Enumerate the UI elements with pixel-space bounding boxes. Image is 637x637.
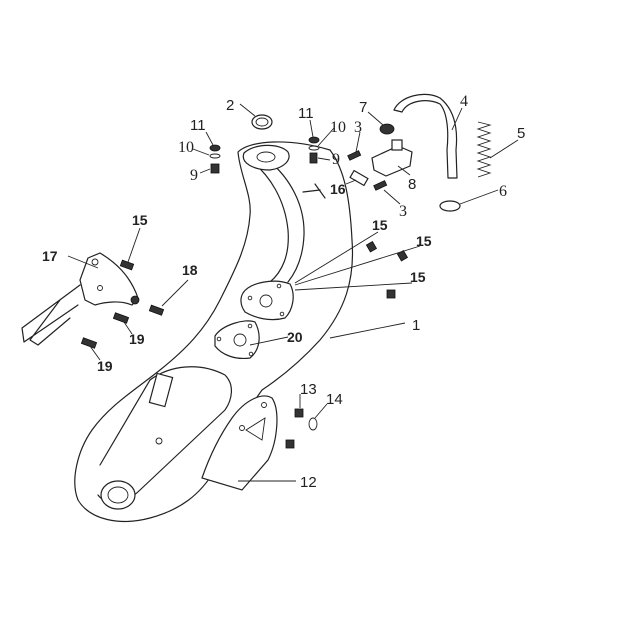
label-12: 12 <box>300 474 317 491</box>
label-19a: 19 <box>129 331 145 347</box>
label-3b: 3 <box>399 203 407 220</box>
gasket-2 <box>251 114 273 130</box>
label-10b: 10 <box>330 119 346 136</box>
label-15a: 15 <box>132 212 148 228</box>
label-18: 18 <box>182 262 198 278</box>
label-19b: 19 <box>97 358 113 374</box>
bracket-17 <box>79 252 139 306</box>
exhaust-pipe <box>249 159 305 283</box>
label-8: 8 <box>408 176 416 193</box>
label-1: 1 <box>412 317 420 334</box>
label-10a: 10 <box>178 139 194 156</box>
label-17: 17 <box>42 248 58 264</box>
label-20: 20 <box>287 329 303 345</box>
label-3a: 3 <box>354 119 362 136</box>
label-14: 14 <box>326 391 343 408</box>
label-11b: 11 <box>298 105 314 122</box>
label-4: 4 <box>460 93 468 110</box>
muffler-heat-shield <box>74 141 354 523</box>
muffler-tailpipe <box>100 480 136 510</box>
gasket-20 <box>214 320 260 360</box>
label-15b: 15 <box>372 217 388 233</box>
hose-4 <box>393 93 458 179</box>
label-7: 7 <box>359 99 367 116</box>
label-15c: 15 <box>416 233 432 249</box>
pipe-flange <box>242 144 290 171</box>
label-6: 6 <box>499 183 507 200</box>
pipe-mounting-plate <box>240 280 294 321</box>
label-9a: 9 <box>190 167 198 184</box>
label-9b: 9 <box>332 151 340 168</box>
label-11a: 11 <box>190 117 206 134</box>
label-5: 5 <box>517 125 525 142</box>
label-13: 13 <box>300 381 317 398</box>
heat-guard-12 <box>201 395 278 491</box>
label-16: 16 <box>330 181 346 197</box>
spring-5 <box>476 121 492 178</box>
label-15d: 15 <box>410 269 426 285</box>
leader-lines <box>67 103 519 482</box>
label-2: 2 <box>226 97 234 114</box>
